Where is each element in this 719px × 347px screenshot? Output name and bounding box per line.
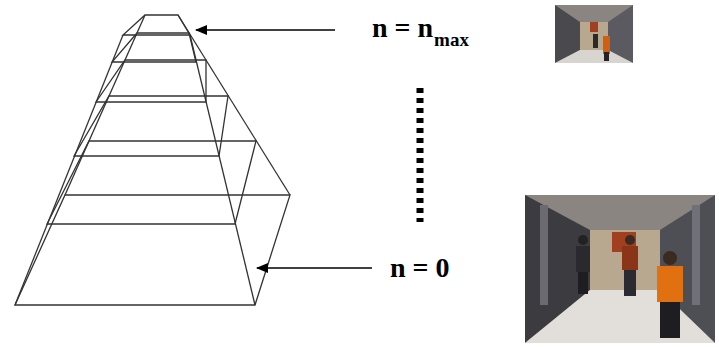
pointer-arrow bbox=[196, 29, 335, 31]
subscript-label: max bbox=[434, 30, 469, 49]
level-label: n = 0 bbox=[390, 254, 450, 282]
pyramid-wireframe bbox=[15, 15, 290, 305]
pointer-arrow bbox=[257, 267, 372, 269]
small-photo bbox=[555, 5, 633, 63]
ellipsis-dots bbox=[417, 88, 424, 222]
large-photo bbox=[525, 195, 715, 343]
level-label: n = n bbox=[372, 14, 433, 42]
